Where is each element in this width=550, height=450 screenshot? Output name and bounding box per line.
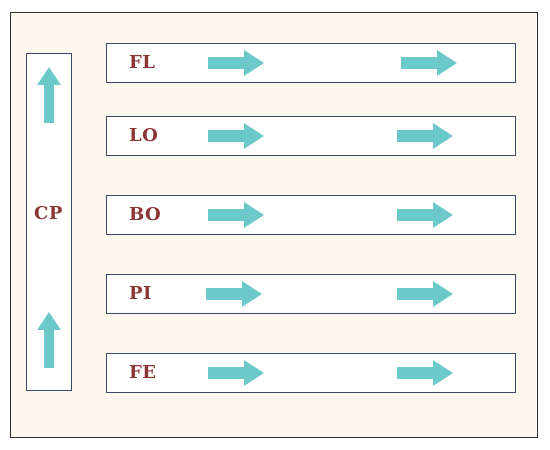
cp-label: CP — [34, 203, 63, 224]
row-label: BO — [129, 204, 162, 225]
row-label: PI — [129, 283, 152, 304]
arrow-right-icon — [397, 360, 453, 386]
arrow-right-icon — [397, 281, 453, 307]
row-box-bo: BO — [106, 195, 516, 235]
arrow-up-icon — [37, 312, 61, 368]
row-box-fl: FL — [106, 43, 516, 83]
arrow-right-icon — [208, 123, 264, 149]
row-box-lo: LO — [106, 116, 516, 156]
arrow-right-icon — [208, 360, 264, 386]
arrow-right-icon — [401, 50, 457, 76]
arrow-right-icon — [208, 50, 264, 76]
row-label: FE — [129, 362, 157, 383]
row-label: FL — [129, 52, 156, 73]
row-box-pi: PI — [106, 274, 516, 314]
arrow-up-icon — [37, 67, 61, 123]
row-box-fe: FE — [106, 353, 516, 393]
row-label: LO — [129, 125, 159, 146]
arrow-right-icon — [397, 123, 453, 149]
cp-column-box: CP — [26, 53, 72, 391]
arrow-right-icon — [397, 202, 453, 228]
arrow-right-icon — [206, 281, 262, 307]
arrow-right-icon — [208, 202, 264, 228]
